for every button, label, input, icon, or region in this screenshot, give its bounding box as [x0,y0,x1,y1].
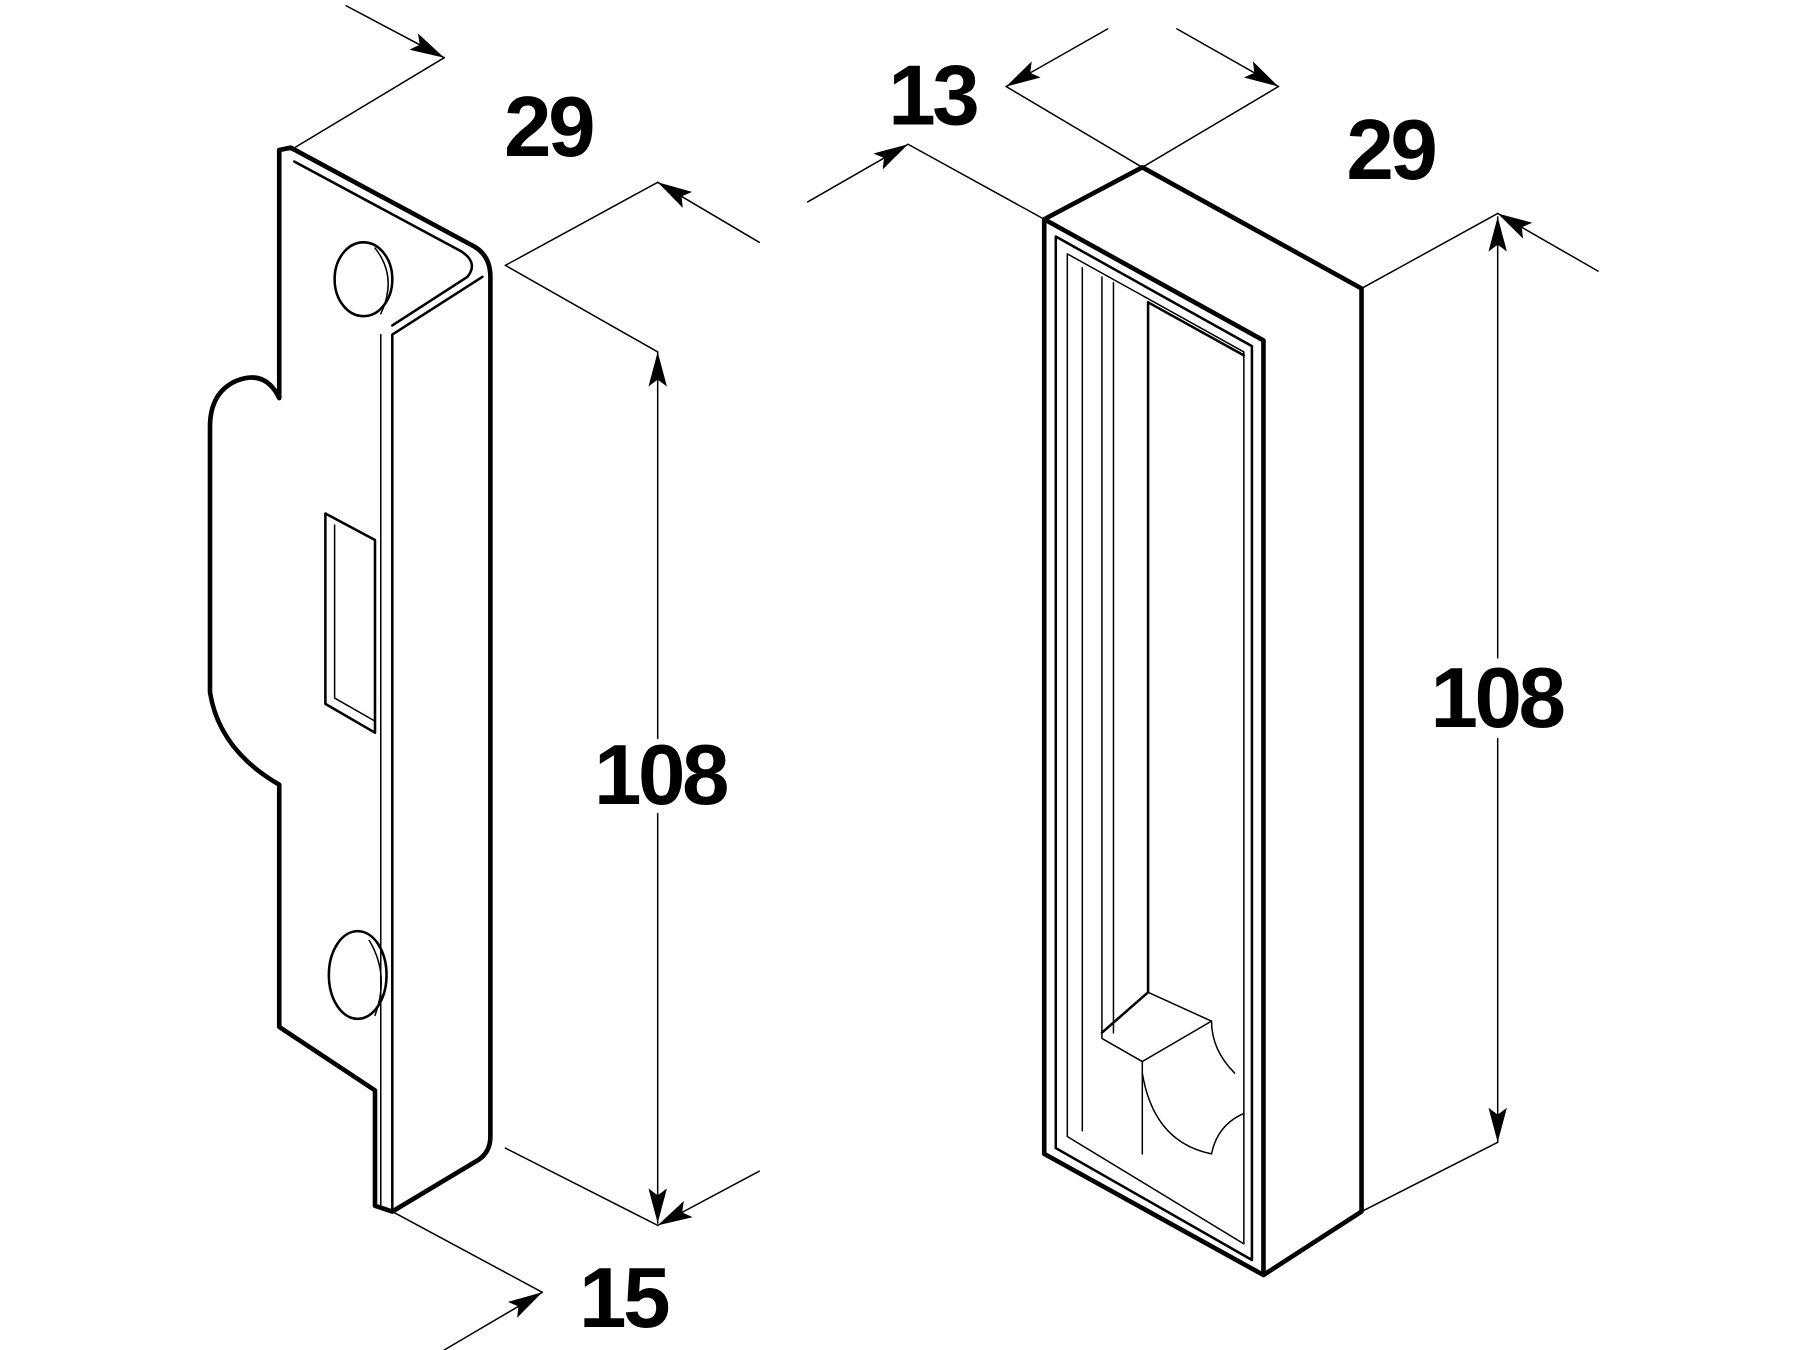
box-keep [1041,164,1364,1278]
box-width-label: 29 [1346,103,1435,198]
strike-depth-label: 15 [579,1251,669,1346]
box-depth-label: 13 [888,49,977,144]
box-height-label: 108 [1431,651,1564,746]
box-keep-dimensions [806,28,1599,1213]
strike-height-label: 108 [594,728,727,823]
strike-plate-dimensions [290,5,760,1350]
strike-width-label: 29 [504,80,593,175]
strike-plate [207,145,493,1214]
